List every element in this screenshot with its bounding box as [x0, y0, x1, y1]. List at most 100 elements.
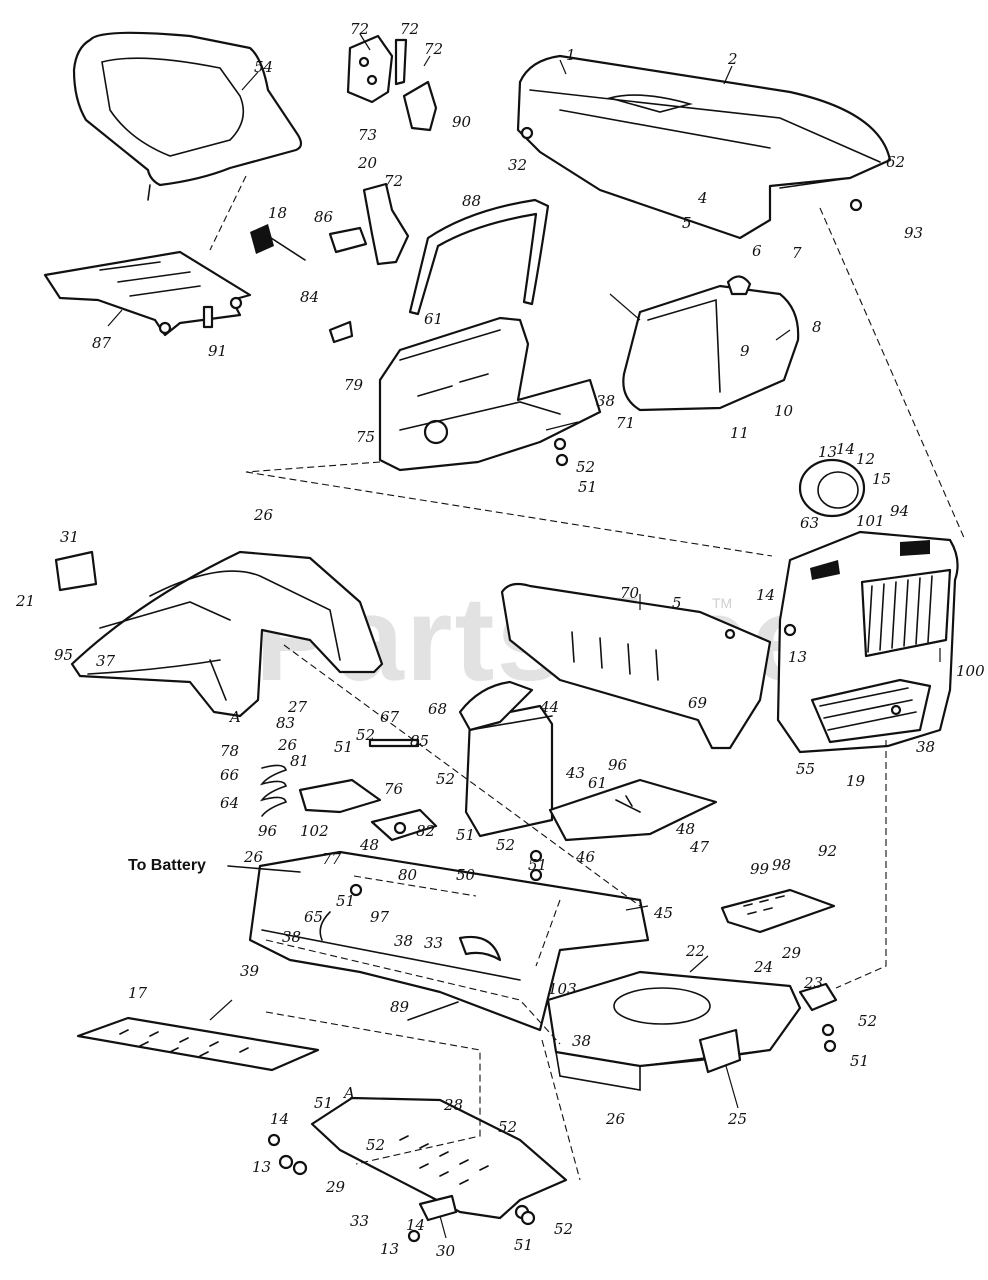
callout-33: 33 [350, 1212, 369, 1230]
fuel-tank-part [622, 275, 800, 412]
callout-38: 38 [916, 738, 935, 756]
callout-98: 98 [772, 856, 791, 874]
spring-64-part [259, 764, 287, 817]
callout-48: 48 [675, 820, 695, 838]
callout-38: 38 [282, 928, 301, 946]
callout-13: 13 [380, 1240, 399, 1258]
spring-67-part [368, 738, 420, 748]
callout-51: 51 [336, 892, 355, 910]
callout-12: 12 [856, 450, 875, 468]
callout-76: 76 [384, 780, 404, 798]
assembly-lines [209, 175, 966, 1181]
callout-39: 39 [240, 962, 260, 980]
bracket-25-part [698, 1028, 742, 1074]
leader-lines [107, 33, 941, 1239]
callout-26: 26 [253, 506, 274, 524]
callout-97: 97 [370, 908, 390, 926]
callout-81: 81 [290, 752, 309, 770]
fasteners [267, 126, 902, 1243]
callout-43: 43 [565, 764, 585, 782]
callout-labels: 54 72 72 72 73 1 2 90 32 62 93 4 5 6 20 … [15, 20, 985, 1260]
callout-85: 85 [410, 732, 429, 750]
dash-panel-part [378, 316, 602, 472]
callout-82: 82 [416, 822, 435, 840]
callout-7: 7 [792, 244, 802, 262]
callout-38: 38 [394, 932, 413, 950]
to-battery-label: To Battery [128, 857, 206, 874]
seat-bracket-part [43, 250, 252, 337]
callout-13: 13 [788, 648, 807, 666]
callout-94: 94 [890, 502, 909, 520]
hood-part [516, 54, 892, 240]
callout-93: 93 [904, 224, 923, 242]
callout-87: 87 [92, 334, 112, 352]
knob-18-part [250, 224, 306, 261]
callout-79: 79 [344, 376, 364, 394]
callout-96: 96 [608, 756, 628, 774]
callout-51: 51 [578, 478, 597, 496]
callout-51: 51 [456, 826, 475, 844]
callout-22: 22 [685, 942, 705, 960]
callout-29: 29 [781, 944, 802, 962]
bolt-91-part [202, 305, 214, 329]
callout-28: 28 [443, 1096, 463, 1114]
callout-72: 72 [350, 20, 369, 38]
bracket-23-part [798, 982, 838, 1012]
callout-86: 86 [314, 208, 334, 226]
callout-8: 8 [812, 318, 822, 336]
watermark-trademark: TM [712, 595, 732, 611]
callout-78: 78 [220, 742, 239, 760]
callout-96: 96 [258, 822, 278, 840]
callout-38: 38 [596, 392, 615, 410]
callout-51: 51 [850, 1052, 869, 1070]
callout-63: 63 [800, 514, 819, 532]
callout-17: 17 [128, 984, 148, 1002]
callout-A: A [228, 708, 241, 726]
callout-14: 14 [836, 440, 855, 458]
headlight-12-part [798, 458, 866, 518]
switch-31-part [54, 550, 98, 592]
footrest-17-part [76, 1016, 320, 1072]
callout-48: 48 [359, 836, 379, 854]
bracket-72-part [346, 34, 438, 132]
callout-83: 83 [276, 714, 295, 732]
battery-part [458, 680, 554, 838]
callout-51: 51 [314, 1094, 333, 1112]
callout-14: 14 [406, 1216, 425, 1234]
step-plate-29-part [720, 888, 836, 934]
callout-26: 26 [277, 736, 298, 754]
callout-26: 26 [243, 848, 264, 866]
callout-52: 52 [366, 1136, 385, 1154]
callout-24: 24 [753, 958, 773, 976]
callout-101: 101 [856, 512, 885, 530]
callout-89: 89 [390, 998, 410, 1016]
frame-22-part [546, 970, 802, 1091]
callout-69: 69 [688, 694, 708, 712]
tray-46-part [548, 778, 718, 842]
callout-18: 18 [268, 204, 287, 222]
callout-103: 103 [548, 980, 577, 998]
callout-19: 19 [846, 772, 866, 790]
side-panel-70-part [500, 582, 772, 750]
callout-68: 68 [428, 700, 447, 718]
callout-61: 61 [424, 310, 443, 328]
bracket-20-part [362, 182, 410, 266]
callout-51: 51 [334, 738, 353, 756]
callout-26: 26 [605, 1110, 626, 1128]
callout-90: 90 [452, 113, 472, 131]
clip-84-part [328, 320, 354, 344]
callout-5: 5 [672, 594, 682, 612]
callout-72: 72 [400, 20, 419, 38]
callout-13: 13 [818, 443, 837, 461]
foot-plate-29-part [310, 1096, 568, 1222]
callout-52: 52 [554, 1220, 573, 1238]
frame-39-part [248, 850, 650, 1032]
callout-51: 51 [514, 1236, 533, 1254]
callout-51: 51 [528, 856, 547, 874]
callout-9: 9 [740, 342, 750, 360]
callout-10: 10 [774, 402, 794, 420]
callout-95: 95 [54, 646, 73, 664]
callout-33: 33 [424, 934, 443, 952]
callout-75: 75 [356, 428, 375, 446]
callout-23: 23 [803, 974, 823, 992]
